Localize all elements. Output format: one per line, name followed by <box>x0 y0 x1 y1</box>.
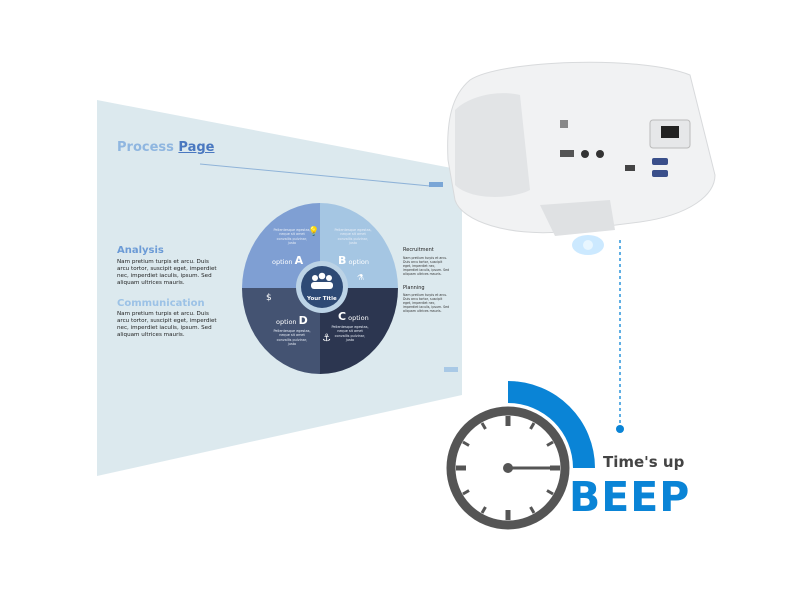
slide-title: Process Page <box>117 140 215 155</box>
option-a-label: option A <box>272 254 304 267</box>
option-d-text: Pellentesque egestas, neque sit amet con… <box>273 329 311 346</box>
clock-tick <box>546 489 554 496</box>
communication-heading: Communication <box>117 298 205 309</box>
option-c-label: C option <box>338 310 369 323</box>
analysis-body: Nam pretium turpis et arcu. Duis arcu to… <box>117 259 217 286</box>
anchor-icon: ⚓ <box>322 333 331 344</box>
clock-tick <box>480 506 487 514</box>
center-title: Your Title <box>307 296 337 302</box>
clock-tick <box>462 440 470 447</box>
option-b-text: Pellentesque egestas, neque sit amet con… <box>334 228 372 245</box>
flask-icon: ⚗ <box>357 273 365 282</box>
lightbulb-icon: 💡 <box>308 227 320 237</box>
clock-tick <box>546 440 554 447</box>
planning-body: Nam pretium turpis et arcu. Duis arcu to… <box>403 293 450 313</box>
times-up-label: Time's up <box>603 453 685 471</box>
beep-label: BEEP <box>569 473 691 521</box>
analysis-heading: Analysis <box>117 245 164 256</box>
option-c-text: Pellentesque egestas, neque sit amet con… <box>331 325 369 342</box>
recruitment-body: Nam pretium turpis et arcu. Duis arcu to… <box>403 256 450 276</box>
clock-tick <box>529 422 536 430</box>
option-b-label: B option <box>338 254 370 267</box>
process-circle-diagram <box>242 203 398 374</box>
option-d-label: option D <box>276 314 308 327</box>
clock-tick <box>462 489 470 496</box>
clock-tick <box>480 422 487 430</box>
planning-heading: Planning <box>403 285 425 291</box>
communication-body: Nam pretium turpis et arcu. Duis arcu to… <box>117 311 217 338</box>
clock-tick <box>529 506 536 514</box>
money-bag-icon: $ <box>266 293 272 303</box>
option-a-text: Pellentesque egestas, neque sit amet con… <box>273 228 311 245</box>
recruitment-heading: Recruitment <box>403 247 434 253</box>
